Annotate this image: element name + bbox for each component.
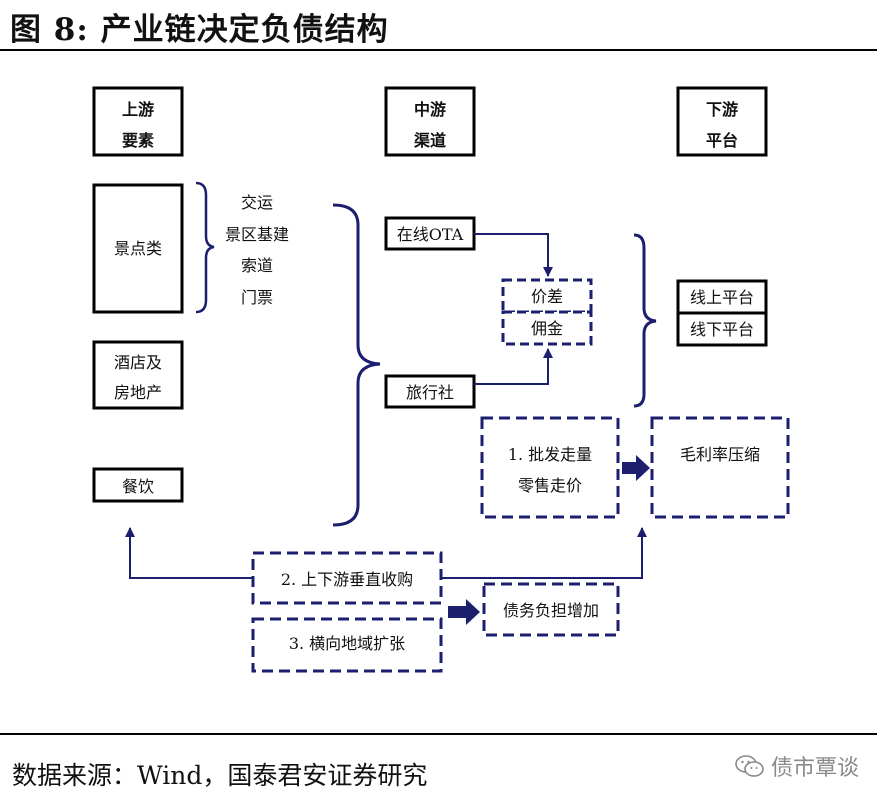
scenic-item-4: 门票 [241,288,273,307]
header-upstream-line1: 上游 [122,100,154,119]
scenic-label: 景点类 [114,239,162,258]
header-downstream-line2: 平台 [706,131,738,150]
scenic-item-2: 景区基建 [225,225,289,244]
vertical-right-arrow [441,527,647,579]
box-ota: 在线OTA [384,216,476,251]
figure-title: 图 8: 产业链决定负债结构 [10,12,389,48]
wechat-icon [735,755,764,777]
box-offline-platform: 线下平台 [676,311,768,347]
box-wholesale: 1. 批发走量 零售走价 [480,416,620,519]
hotel-line1: 酒店及 [114,353,162,372]
header-upstream-line2: 要素 [122,131,154,150]
header-midstream: 中游 渠道 [384,86,476,157]
scenic-item-1: 交运 [241,193,273,212]
box-horizontal: 3. 横向地域扩张 [251,617,443,673]
thick-arrow-debt [448,599,480,625]
agency-arrow [474,348,553,385]
box-debt: 债务负担增加 [482,582,620,637]
box-commission: 佣金 [501,310,593,346]
thick-arrow-margin [622,455,650,481]
scenic-items-bracket [195,181,215,314]
box-agency: 旅行社 [384,374,476,409]
header-downstream: 下游 平台 [676,86,768,157]
scenic-items-list: 交运 景区基建 索道 门票 [225,193,289,307]
debt-label: 债务负担增加 [503,601,599,620]
online-platform-label: 线上平台 [690,288,754,307]
price-gap-label: 价差 [531,287,563,306]
title-divider [0,49,877,51]
agency-label: 旅行社 [406,383,454,402]
vertical-label: 2. 上下游垂直收购 [281,570,413,589]
box-margin: 毛利率压缩 [650,416,790,519]
watermark: 债市覃谈 [735,750,859,782]
commission-label: 佣金 [531,319,563,338]
box-catering: 餐饮 [92,467,184,503]
box-price-gap: 价差 [501,278,593,314]
catering-label: 餐饮 [122,477,154,496]
offline-platform-label: 线下平台 [690,320,754,339]
header-downstream-line1: 下游 [706,100,738,119]
upstream-brace [332,203,381,527]
header-midstream-line1: 中游 [414,100,446,119]
ota-arrow [474,233,553,277]
downstream-brace [633,233,657,408]
hotel-line2: 房地产 [114,383,162,402]
vertical-left-arrow [125,527,253,579]
watermark-text: 债市覃谈 [771,756,860,781]
box-vertical: 2. 上下游垂直收购 [251,551,443,605]
data-source: 数据来源：Wind，国泰君安证券研究 [12,761,428,790]
header-midstream-line2: 渠道 [414,131,446,150]
ota-label: 在线OTA [397,225,464,244]
footer-divider [0,733,877,735]
wholesale-line1: 1. 批发走量 [508,445,592,464]
margin-label: 毛利率压缩 [680,445,760,464]
box-hotel: 酒店及 房地产 [92,340,184,410]
horizontal-label: 3. 横向地域扩张 [289,634,405,653]
header-upstream: 上游 要素 [92,86,184,157]
box-online-platform: 线上平台 [676,279,768,315]
scenic-item-3: 索道 [241,256,273,275]
box-scenic: 景点类 [92,183,184,314]
wholesale-line2: 零售走价 [518,476,582,495]
